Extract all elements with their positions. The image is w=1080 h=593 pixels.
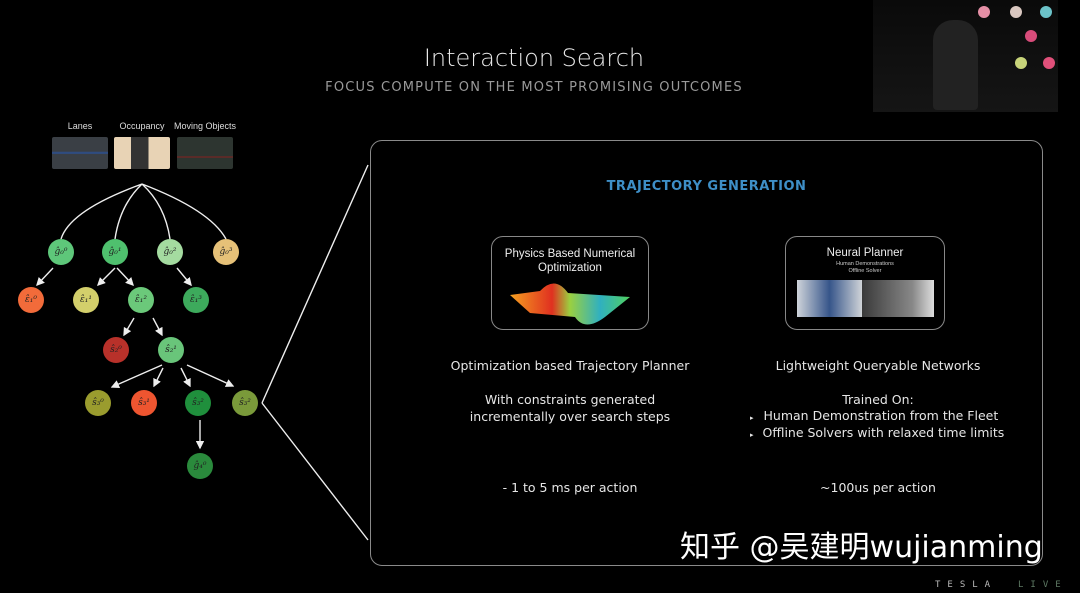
left-desc-2: incrementally over search steps: [469, 409, 671, 424]
tree-node: ε̂₁²: [128, 287, 154, 313]
panel-heading: TRAJECTORY GENERATION: [606, 179, 807, 194]
slide-title: Interaction Search: [423, 44, 645, 72]
mini-node: [1015, 57, 1027, 69]
edge: [141, 183, 227, 240]
left-timing: - 1 to 5 ms per action: [502, 480, 638, 495]
tree-node: ε̂₁³: [183, 287, 209, 313]
neural-planner-card: Neural Planner Human Demonstrations Offl…: [785, 236, 945, 330]
tree-node: ĝ₀¹: [102, 239, 128, 265]
trained-on-label: Trained On:: [842, 392, 914, 407]
tree-node: ĝ₀⁰: [48, 239, 74, 265]
neural-card-title: Neural Planner: [826, 247, 904, 259]
neural-card-sub2: Offline Solver: [848, 268, 882, 274]
slide-subtitle: FOCUS COMPUTE ON THE MOST PROMISING OUTC…: [325, 80, 743, 95]
occupancy-image: [114, 137, 170, 169]
bullet-2: ▸ Offline Solvers with relaxed time limit…: [750, 425, 1004, 440]
tree-node: ŝ₂⁰: [103, 337, 129, 363]
mini-node: [978, 6, 990, 18]
trajectory-panel: [370, 140, 1043, 566]
lanes-image: [52, 137, 108, 169]
tree-node: ŝ₃²: [185, 390, 211, 416]
speaker-video-inset: [873, 0, 1058, 112]
neural-card-sub1: Human Demonstrations: [836, 261, 894, 267]
driver-image: [861, 280, 934, 317]
left-method-name: Optimization based Trajectory Planner: [450, 358, 690, 373]
datacenter-image: [796, 280, 862, 317]
bullet-text: Human Demonstration from the Fleet: [763, 408, 999, 423]
edge: [141, 183, 171, 240]
edge: [60, 183, 143, 240]
bullet-text: Offline Solvers with relaxed time limits: [762, 425, 1005, 440]
mini-node: [1040, 6, 1052, 18]
tree-node: ŝ₃¹: [131, 390, 157, 416]
left-desc-1: With constraints generated: [484, 392, 656, 407]
speaker-figure: [933, 20, 978, 110]
right-method-name: Lightweight Queryable Networks: [775, 358, 981, 373]
mini-node: [1025, 30, 1037, 42]
input-label-lanes: Lanes: [67, 121, 93, 131]
tree-node: ŝ₂¹: [158, 337, 184, 363]
mini-node: [1010, 6, 1022, 18]
zhihu-watermark: 知乎 @吴建明wujianming: [680, 530, 1043, 565]
tree-node: ŝ₃⁰: [85, 390, 111, 416]
physics-card-title: Physics Based Numerical Optimization: [504, 248, 636, 274]
bullet-icon: ▸: [750, 431, 754, 439]
tree-node: ε̂₁⁰: [18, 287, 44, 313]
tree-node: ŝ₃²: [232, 390, 258, 416]
tree-node: ĝ₀²: [157, 239, 183, 265]
tree-node: ĝ₄⁰: [187, 453, 213, 479]
live-logo: LIVE: [1018, 580, 1068, 590]
input-label-moving-objects: Moving Objects: [173, 121, 237, 131]
input-label-occupancy: Occupancy: [119, 121, 165, 131]
surface-plot-image: [510, 283, 630, 325]
tree-node: ε̂₁¹: [73, 287, 99, 313]
bullet-icon: ▸: [750, 414, 754, 422]
edge: [114, 183, 143, 240]
right-timing: ~100us per action: [820, 480, 936, 495]
tesla-logo: TESLA: [935, 580, 998, 590]
moving-objects-image: [177, 137, 233, 169]
tree-node: ĝ₀³: [213, 239, 239, 265]
physics-card: Physics Based Numerical Optimization: [491, 236, 649, 330]
mini-node: [1043, 57, 1055, 69]
bullet-1: ▸ Human Demonstration from the Fleet: [750, 408, 998, 423]
